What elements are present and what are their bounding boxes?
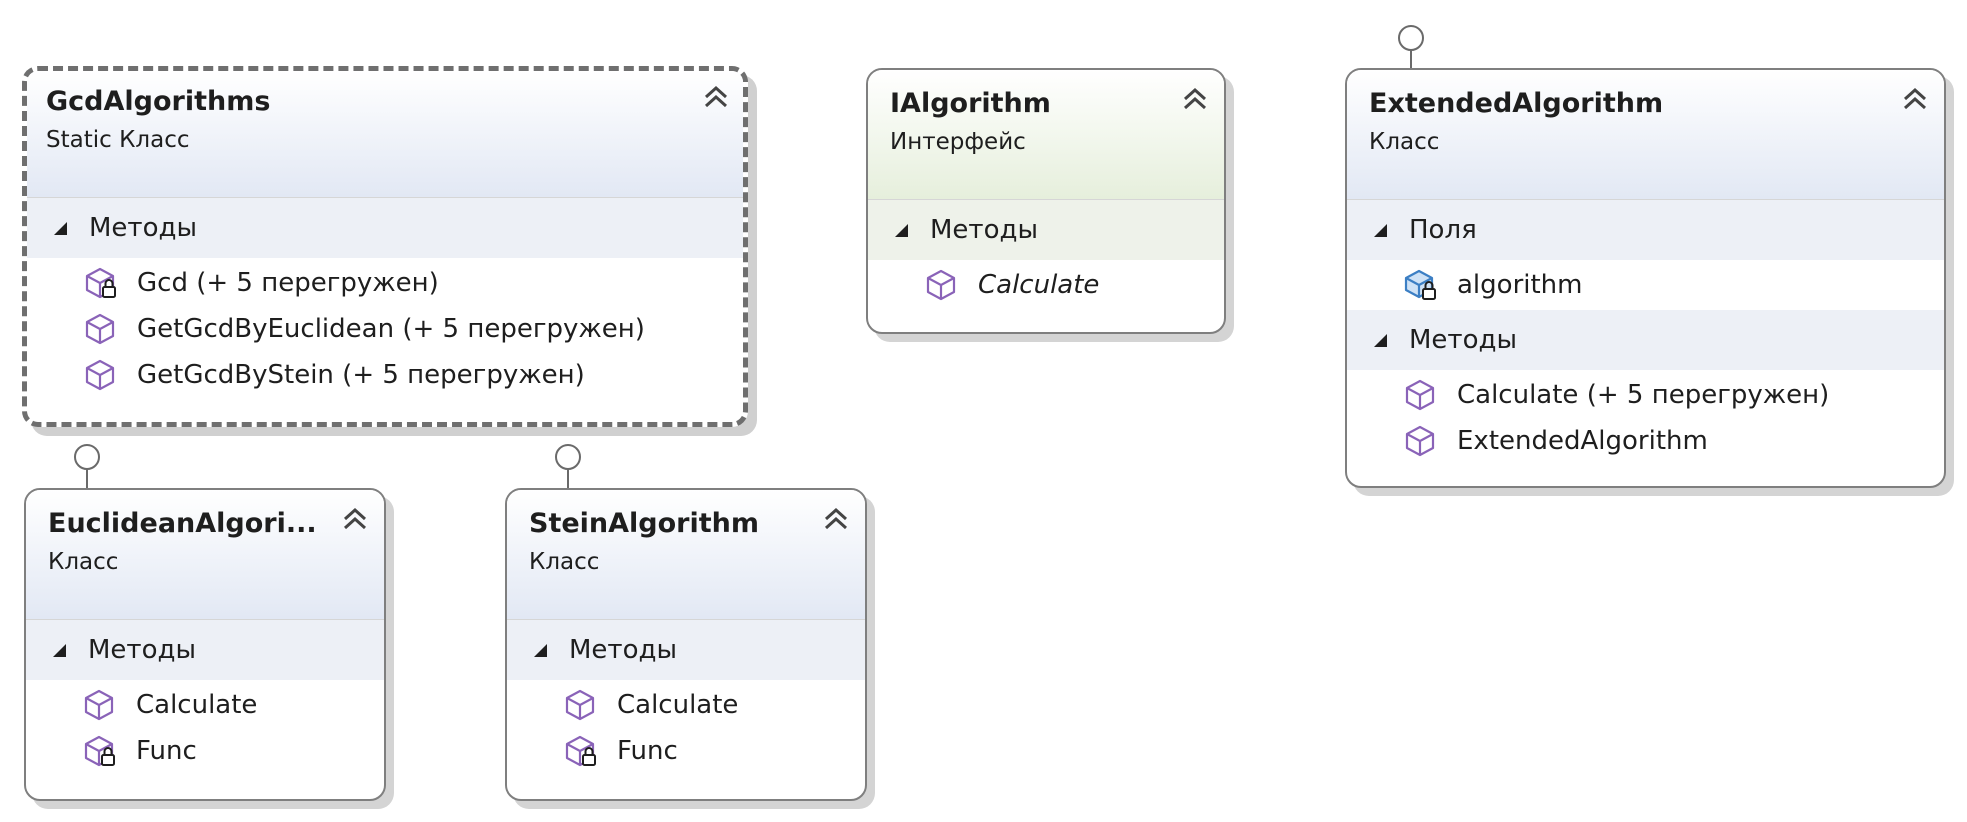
- section-label: Методы: [1409, 325, 1517, 355]
- class-title: SteinAlgorithm: [529, 508, 760, 539]
- member-item[interactable]: Func: [26, 728, 384, 774]
- member-label: GetGcdByEuclidean (+ 5 перегружен): [137, 314, 645, 344]
- member-label: Calculate: [136, 690, 258, 720]
- class-header: EuclideanAlgori... Класс: [26, 490, 384, 620]
- interface-lollipop-icon: [74, 444, 100, 489]
- interface-header: IAlgorithm Интерфейс: [868, 70, 1224, 200]
- class-box-euclideanalgorithm[interactable]: EuclideanAlgori... Класс Методы Calculat…: [24, 488, 386, 801]
- member-item[interactable]: Calculate (+ 5 перегружен): [1347, 372, 1944, 418]
- class-kind: Класс: [48, 549, 119, 575]
- member-item[interactable]: Calculate: [507, 682, 865, 728]
- expand-triangle-icon[interactable]: [1371, 221, 1389, 239]
- expand-triangle-icon[interactable]: [1371, 331, 1389, 349]
- section-label: Методы: [930, 215, 1038, 245]
- member-item[interactable]: Gcd (+ 5 перегружен): [27, 260, 743, 306]
- section-methods[interactable]: Методы: [1347, 310, 1944, 370]
- interface-lollipop-icon: [555, 444, 581, 489]
- member-item[interactable]: Func: [507, 728, 865, 774]
- member-item[interactable]: Calculate: [868, 262, 1224, 308]
- member-label: algorithm: [1457, 270, 1583, 300]
- interface-lollipop-icon: [1398, 25, 1424, 70]
- private-method-icon: [565, 735, 596, 767]
- method-icon: [85, 313, 115, 345]
- class-kind: Static Класс: [46, 127, 190, 153]
- member-item[interactable]: GetGcdByStein (+ 5 перегружен): [27, 352, 743, 398]
- member-label: ExtendedAlgorithm: [1457, 426, 1708, 456]
- section-label: Методы: [569, 635, 677, 665]
- method-icon: [1405, 379, 1435, 411]
- private-method-icon: [84, 735, 115, 767]
- section-fields[interactable]: Поля: [1347, 200, 1944, 260]
- class-title: EuclideanAlgori...: [48, 508, 317, 539]
- section-label: Поля: [1409, 215, 1477, 245]
- member-item[interactable]: algorithm: [1347, 262, 1944, 308]
- member-label: Calculate (+ 5 перегружен): [1457, 380, 1830, 410]
- member-item[interactable]: Calculate: [26, 682, 384, 728]
- class-title: GcdAlgorithms: [46, 86, 271, 117]
- expand-triangle-icon[interactable]: [51, 219, 69, 237]
- interface-kind: Интерфейс: [890, 129, 1026, 155]
- class-title: ExtendedAlgorithm: [1369, 88, 1664, 119]
- method-icon: [565, 689, 595, 721]
- class-kind: Класс: [1369, 129, 1440, 155]
- interface-box-ialgorithm[interactable]: IAlgorithm Интерфейс Методы Calculate: [866, 68, 1226, 334]
- method-icon: [85, 359, 115, 391]
- member-label: Gcd (+ 5 перегружен): [137, 268, 439, 298]
- collapse-chevron-icon[interactable]: [1180, 84, 1210, 114]
- collapse-chevron-icon[interactable]: [1900, 84, 1930, 114]
- class-box-extendedalgorithm[interactable]: ExtendedAlgorithm Класс Поля algorithm М…: [1345, 68, 1946, 488]
- class-header: ExtendedAlgorithm Класс: [1347, 70, 1944, 200]
- method-icon: [926, 269, 956, 301]
- expand-triangle-icon[interactable]: [531, 641, 549, 659]
- collapse-chevron-icon[interactable]: [701, 82, 731, 112]
- section-label: Методы: [89, 213, 197, 243]
- member-label: Func: [617, 736, 678, 766]
- member-label: GetGcdByStein (+ 5 перегружен): [137, 360, 585, 390]
- member-label: Calculate: [978, 270, 1100, 300]
- section-methods[interactable]: Методы: [868, 200, 1224, 260]
- class-box-steinalgorithm[interactable]: SteinAlgorithm Класс Методы Calculate Fu…: [505, 488, 867, 801]
- member-label: Func: [136, 736, 197, 766]
- class-header: GcdAlgorithms Static Класс: [27, 71, 743, 198]
- section-label: Методы: [88, 635, 196, 665]
- class-kind: Класс: [529, 549, 600, 575]
- section-methods[interactable]: Методы: [27, 198, 743, 258]
- method-icon: [84, 689, 114, 721]
- interface-title: IAlgorithm: [890, 88, 1051, 119]
- member-item[interactable]: GetGcdByEuclidean (+ 5 перегружен): [27, 306, 743, 352]
- method-icon: [1405, 425, 1435, 457]
- expand-triangle-icon[interactable]: [892, 221, 910, 239]
- collapse-chevron-icon[interactable]: [340, 504, 370, 534]
- expand-triangle-icon[interactable]: [50, 641, 68, 659]
- section-methods[interactable]: Методы: [507, 620, 865, 680]
- member-item[interactable]: ExtendedAlgorithm: [1347, 418, 1944, 464]
- class-box-gcdalgorithms[interactable]: GcdAlgorithms Static Класс Методы Gcd (+…: [22, 66, 748, 427]
- member-label: Calculate: [617, 690, 739, 720]
- private-field-icon: [1404, 269, 1436, 300]
- private-method-icon: [85, 267, 116, 299]
- section-methods[interactable]: Методы: [26, 620, 384, 680]
- collapse-chevron-icon[interactable]: [821, 504, 851, 534]
- class-header: SteinAlgorithm Класс: [507, 490, 865, 620]
